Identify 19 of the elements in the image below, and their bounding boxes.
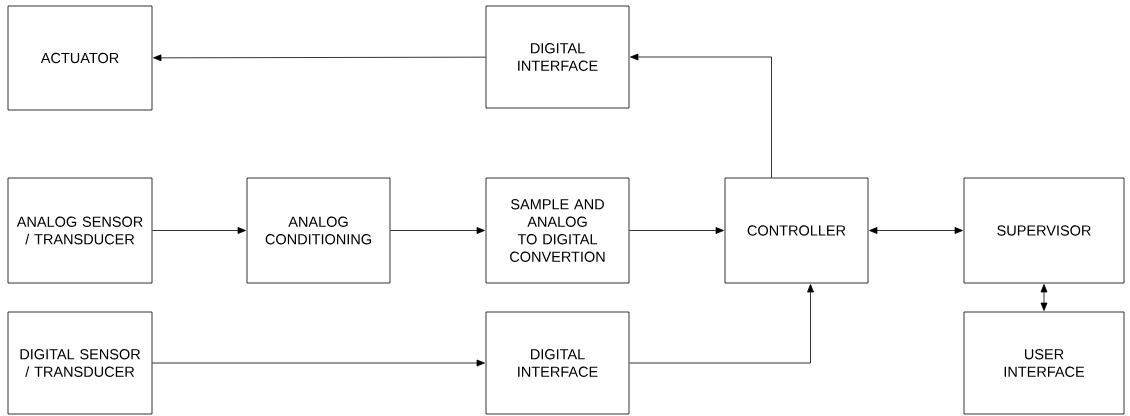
arrow bbox=[869, 227, 963, 234]
process-box: DIGITAL INTERFACE bbox=[485, 311, 630, 415]
process-box: DIGITAL INTERFACE bbox=[485, 5, 630, 109]
arrow bbox=[390, 227, 485, 234]
process-box: DIGITAL SENSOR / TRANSDUCER bbox=[7, 311, 153, 415]
arrow bbox=[629, 284, 814, 364]
process-box: ACTUATOR bbox=[7, 5, 153, 111]
process-box: USER INTERFACE bbox=[963, 311, 1125, 415]
arrow bbox=[152, 359, 485, 367]
process-box: ANALOG SENSOR / TRANSDUCER bbox=[7, 177, 153, 284]
process-box: SUPERVISOR bbox=[963, 177, 1125, 284]
arrow bbox=[630, 53, 772, 178]
arrow bbox=[153, 54, 486, 62]
process-box: CONTROLLER bbox=[724, 177, 869, 284]
arrow bbox=[1040, 284, 1048, 311]
process-box: SAMPLE AND ANALOG TO DIGITAL CONVERTION bbox=[485, 177, 630, 284]
arrow bbox=[152, 227, 246, 234]
process-box: ANALOG CONDITIONING bbox=[246, 177, 391, 284]
arrow bbox=[629, 227, 724, 234]
